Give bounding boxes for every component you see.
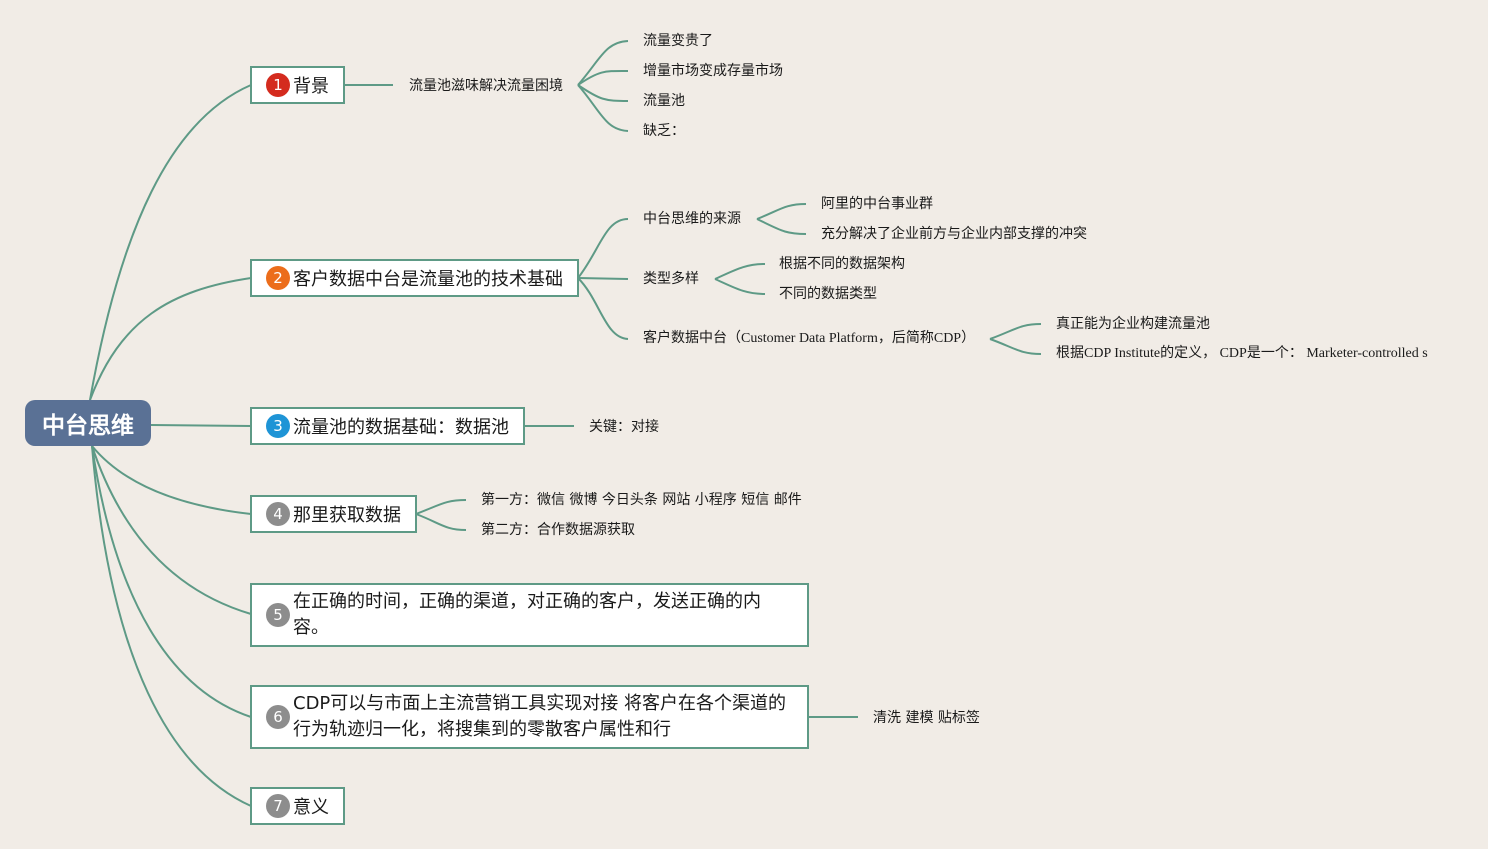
b2-sub2-leaf-1[interactable]: 根据不同的数据架构 (779, 256, 905, 272)
b2-subtopic-1[interactable]: 中台思维的来源 (643, 211, 741, 227)
branch-1-label: 背景 (293, 76, 329, 97)
root-node[interactable]: 中台思维 (25, 400, 151, 446)
branch-6-label: CDP可以与市面上主流营销工具实现对接 将客户在各个渠道的 行为轨迹归一化，将搜… (293, 693, 787, 740)
b2-sub2-leaf-2[interactable]: 不同的数据类型 (779, 286, 877, 302)
branch-5-node[interactable]: 5 在正确的时间，正确的渠道，对正确的客户，发送正确的内 容。 (250, 583, 809, 647)
b2-sub1-leaf-1[interactable]: 阿里的中台事业群 (821, 196, 933, 212)
number-1-badge: 1 (266, 73, 290, 97)
branch-7-node[interactable]: 7 意义 (250, 787, 345, 825)
branch-3-node[interactable]: 3 流量池的数据基础：数据池 (250, 407, 525, 445)
branch-2-label: 客户数据中台是流量池的技术基础 (293, 269, 563, 290)
b1-leaf-4[interactable]: 缺乏： (643, 123, 685, 139)
branch-6-node[interactable]: 6 CDP可以与市面上主流营销工具实现对接 将客户在各个渠道的 行为轨迹归一化，… (250, 685, 809, 749)
branch-4-node[interactable]: 4 那里获取数据 (250, 495, 417, 533)
b2-sub3-leaf-1[interactable]: 真正能为企业构建流量池 (1056, 316, 1210, 332)
branch-1-node[interactable]: 1 背景 (250, 66, 345, 104)
number-6-badge: 6 (266, 705, 290, 729)
b1-leaf-1[interactable]: 流量变贵了 (643, 33, 713, 49)
b1-leaf-3[interactable]: 流量池 (643, 93, 685, 109)
branch-4-label: 那里获取数据 (293, 505, 401, 526)
number-3-badge: 3 (266, 414, 290, 438)
b2-sub1-leaf-2[interactable]: 充分解决了企业前方与企业内部支撑的冲突 (821, 226, 1087, 242)
branch-2-node[interactable]: 2 客户数据中台是流量池的技术基础 (250, 259, 579, 297)
branch-6-subtopic[interactable]: 清洗 建模 贴标签 (873, 710, 980, 726)
number-4-badge: 4 (266, 502, 290, 526)
branch-1-subtopic[interactable]: 流量池滋味解决流量困境 (409, 78, 563, 94)
branch-3-subtopic[interactable]: 关键：对接 (589, 419, 659, 435)
b1-leaf-2[interactable]: 增量市场变成存量市场 (643, 63, 783, 79)
branch-5-label: 在正确的时间，正确的渠道，对正确的客户，发送正确的内 容。 (293, 591, 761, 638)
b2-sub3-leaf-2[interactable]: 根据CDP Institute的定义， CDP是一个： Marketer-con… (1056, 346, 1428, 361)
number-7-badge: 7 (266, 794, 290, 818)
b2-subtopic-3[interactable]: 客户数据中台（Customer Data Platform，后简称CDP） (643, 331, 976, 346)
b2-subtopic-2[interactable]: 类型多样 (643, 271, 699, 287)
branch-7-label: 意义 (293, 797, 329, 818)
number-5-badge: 5 (266, 603, 290, 627)
b4-leaf-2[interactable]: 第二方：合作数据源获取 (481, 522, 635, 538)
b4-leaf-1[interactable]: 第一方：微信 微博 今日头条 网站 小程序 短信 邮件 (481, 492, 802, 508)
branch-3-label: 流量池的数据基础：数据池 (293, 417, 509, 438)
number-2-badge: 2 (266, 266, 290, 290)
